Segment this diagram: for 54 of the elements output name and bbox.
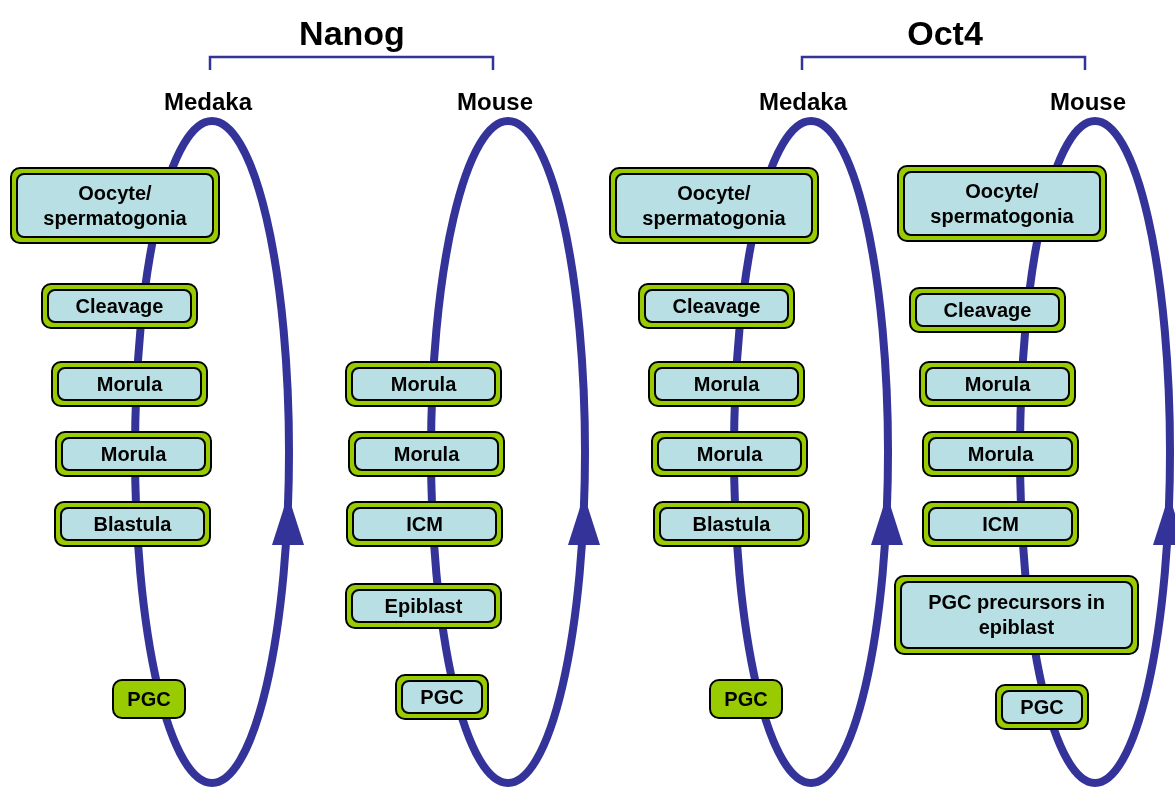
gene-title: Nanog bbox=[299, 13, 405, 53]
stage-box bbox=[112, 679, 186, 719]
species-label: Mouse bbox=[1050, 88, 1126, 116]
stage-box bbox=[345, 361, 502, 407]
stage-box bbox=[897, 165, 1107, 242]
stage-label: PGC bbox=[401, 680, 483, 714]
stage-label: Cleavage bbox=[915, 293, 1060, 327]
stage-box bbox=[894, 575, 1139, 655]
stage-box bbox=[709, 679, 783, 719]
stage-label: ICM bbox=[928, 507, 1073, 541]
stage-box bbox=[919, 361, 1076, 407]
species-label: Mouse bbox=[457, 88, 533, 116]
stage-label: Oocyte/ spermatogonia bbox=[16, 173, 214, 238]
stage-box bbox=[638, 283, 795, 329]
stage-box bbox=[648, 361, 805, 407]
stage-box bbox=[922, 431, 1079, 477]
stage-box bbox=[51, 361, 208, 407]
stage-label: Oocyte/ spermatogonia bbox=[615, 173, 813, 238]
stage-label: Morula bbox=[57, 367, 202, 401]
stage-box bbox=[55, 431, 212, 477]
stage-box bbox=[995, 684, 1089, 730]
stage-label: PGC bbox=[127, 687, 171, 711]
stage-label: Morula bbox=[654, 367, 799, 401]
stage-label: ICM bbox=[352, 507, 497, 541]
stage-box bbox=[54, 501, 211, 547]
stage-label: Oocyte/ spermatogonia bbox=[903, 171, 1101, 236]
stage-label: Morula bbox=[354, 437, 499, 471]
stage-label: Morula bbox=[925, 367, 1070, 401]
stage-label: Morula bbox=[351, 367, 496, 401]
stage-label: Morula bbox=[657, 437, 802, 471]
stage-box bbox=[653, 501, 810, 547]
stage-box bbox=[651, 431, 808, 477]
stage-label: Blastula bbox=[659, 507, 804, 541]
stage-label: Morula bbox=[61, 437, 206, 471]
species-label: Medaka bbox=[164, 88, 252, 116]
stage-box bbox=[909, 287, 1066, 333]
gene-title: Oct4 bbox=[907, 13, 983, 53]
stage-label: Cleavage bbox=[47, 289, 192, 323]
stage-label: PGC precursors in epiblast bbox=[900, 581, 1133, 649]
stage-box bbox=[395, 674, 489, 720]
stage-label: Blastula bbox=[60, 507, 205, 541]
stage-label: Morula bbox=[928, 437, 1073, 471]
stage-label: Epiblast bbox=[351, 589, 496, 623]
stage-label: PGC bbox=[724, 687, 768, 711]
stage-box bbox=[346, 501, 503, 547]
stage-box bbox=[609, 167, 819, 244]
stage-box bbox=[41, 283, 198, 329]
stage-box bbox=[10, 167, 220, 244]
stage-label: PGC bbox=[1001, 690, 1083, 724]
stage-box bbox=[348, 431, 505, 477]
stage-box bbox=[345, 583, 502, 629]
species-label: Medaka bbox=[759, 88, 847, 116]
stage-label: Cleavage bbox=[644, 289, 789, 323]
stage-box bbox=[922, 501, 1079, 547]
